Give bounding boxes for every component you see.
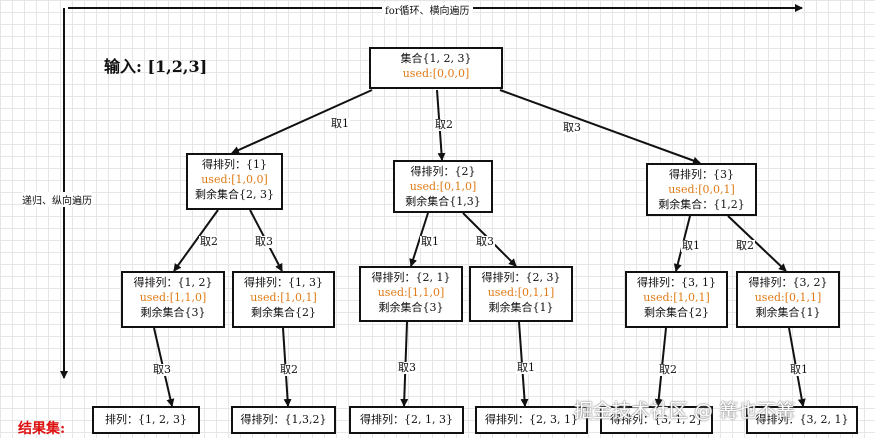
edge-label: 取1 xyxy=(330,117,350,130)
node-permutation: 得排列：{1} xyxy=(202,158,267,171)
edge-label: 取3 xyxy=(254,235,274,248)
node-used: used:[1,0,1] xyxy=(643,291,710,304)
node-remaining: 剩余集合{2} xyxy=(644,306,709,319)
node-permutation: 得排列：{3, 1} xyxy=(637,276,716,289)
watermark: 掘金技术社区 @ 篝也不篝 xyxy=(574,400,796,422)
edge-root-1 xyxy=(231,89,373,154)
edge-label: 取1 xyxy=(789,363,809,376)
node-used: used:[0,0,0] xyxy=(402,67,470,80)
node-permutation: 得排列：{2} xyxy=(410,165,476,178)
edge-label: 取1 xyxy=(420,235,440,248)
result-leaf: 得排列：{3, 2, 1} xyxy=(746,406,858,434)
level2-node: 得排列：{2, 3} used:[0,1,1] 剩余集合{1} xyxy=(469,266,573,322)
level1-node: 得排列：{1} used:[1,0,0] 剩余集合{2, 3} xyxy=(186,153,283,210)
node-used: used:[1,0,1] xyxy=(250,291,317,304)
level2-node: 得排列：{1, 3} used:[1,0,1] 剩余集合{2} xyxy=(232,271,335,328)
node-used: used:[1,1,0] xyxy=(139,291,207,304)
node-remaining: 剩余集合{3} xyxy=(140,306,206,319)
level2-node: 得排列：{3, 2} used:[0,1,1] 剩余集合{1} xyxy=(736,271,840,328)
result-leaf: 排列：{1, 2, 3} xyxy=(92,406,200,434)
edge-n3-b xyxy=(727,215,787,272)
node-used: used:[1,1,0] xyxy=(377,286,445,299)
node-remaining: 剩余集合{1,3} xyxy=(405,195,481,208)
edge-n2-a xyxy=(409,212,429,267)
edge-label: 取2 xyxy=(279,363,299,376)
edge-label: 取2 xyxy=(735,239,755,252)
edge-label: 取1 xyxy=(516,361,536,374)
edge-label: 取2 xyxy=(658,363,678,376)
node-used: used:[0,1,1] xyxy=(487,286,555,299)
node-permutation: 得排列：{2, 1} xyxy=(371,271,451,284)
level1-node: 得排列：{3} used:[0,0,1] 剩余集合：{1,2} xyxy=(646,163,757,216)
node-set: 集合{1, 2, 3} xyxy=(400,52,472,65)
level2-node: 得排列：{1, 2} used:[1,1,0] 剩余集合{3} xyxy=(121,271,225,328)
edge-root-3 xyxy=(499,89,701,165)
result-leaf: 得排列：{2, 3, 1} xyxy=(475,406,588,434)
node-remaining: 剩余集合：{1,2} xyxy=(658,198,745,211)
node-permutation: 得排列：{2, 3} xyxy=(481,271,561,284)
root-node: 集合{1, 2, 3} used:[0,0,0] xyxy=(369,47,503,89)
node-remaining: 剩余集合{2, 3} xyxy=(195,188,274,201)
edge-label: 取2 xyxy=(434,118,454,131)
result-leaf: 得排列：{1,3,2} xyxy=(231,406,336,434)
result-leaf: 得排列：{3, 1, 2} xyxy=(600,406,713,434)
level2-node: 得排列：{3, 1} used:[1,0,1] 剩余集合{2} xyxy=(625,271,728,328)
node-used: used:[0,0,1] xyxy=(668,183,735,196)
node-permutation: 得排列：{3} xyxy=(669,168,734,181)
level1-node: 得排列：{2} used:[0,1,0] 剩余集合{1,3} xyxy=(393,160,493,213)
edge-label: 取3 xyxy=(397,361,417,374)
node-remaining: 剩余集合{2} xyxy=(251,306,316,319)
node-permutation: 得排列：{1, 2} xyxy=(133,276,213,289)
node-used: used:[1,0,0] xyxy=(201,173,268,186)
node-used: used:[0,1,0] xyxy=(409,180,477,193)
node-permutation: 得排列：{1, 3} xyxy=(244,276,323,289)
edge-label: 取3 xyxy=(475,235,495,248)
node-permutation: 得排列：{3, 2} xyxy=(748,276,828,289)
edge-label: 取2 xyxy=(199,235,219,248)
edge-n1-a xyxy=(173,209,219,272)
vertical-traversal-label: 递归、纵向遍历 xyxy=(22,192,92,207)
node-remaining: 剩余集合{1} xyxy=(755,306,821,319)
result-set-label: 结果集: xyxy=(18,421,66,437)
horizontal-traversal-label: for循环、横向遍历 xyxy=(382,2,473,17)
node-remaining: 剩余集合{3} xyxy=(378,301,444,314)
node-used: used:[0,1,1] xyxy=(754,291,822,304)
edge-label: 取3 xyxy=(152,363,172,376)
level2-node: 得排列：{2, 1} used:[1,1,0] 剩余集合{3} xyxy=(359,266,463,322)
edge-label: 取1 xyxy=(681,239,701,252)
input-title: 输入: [1,2,3] xyxy=(104,57,208,76)
result-leaf: 得排列：{2, 1, 3} xyxy=(349,406,464,434)
edge-label: 取3 xyxy=(562,121,582,134)
node-remaining: 剩余集合{1} xyxy=(488,301,554,314)
